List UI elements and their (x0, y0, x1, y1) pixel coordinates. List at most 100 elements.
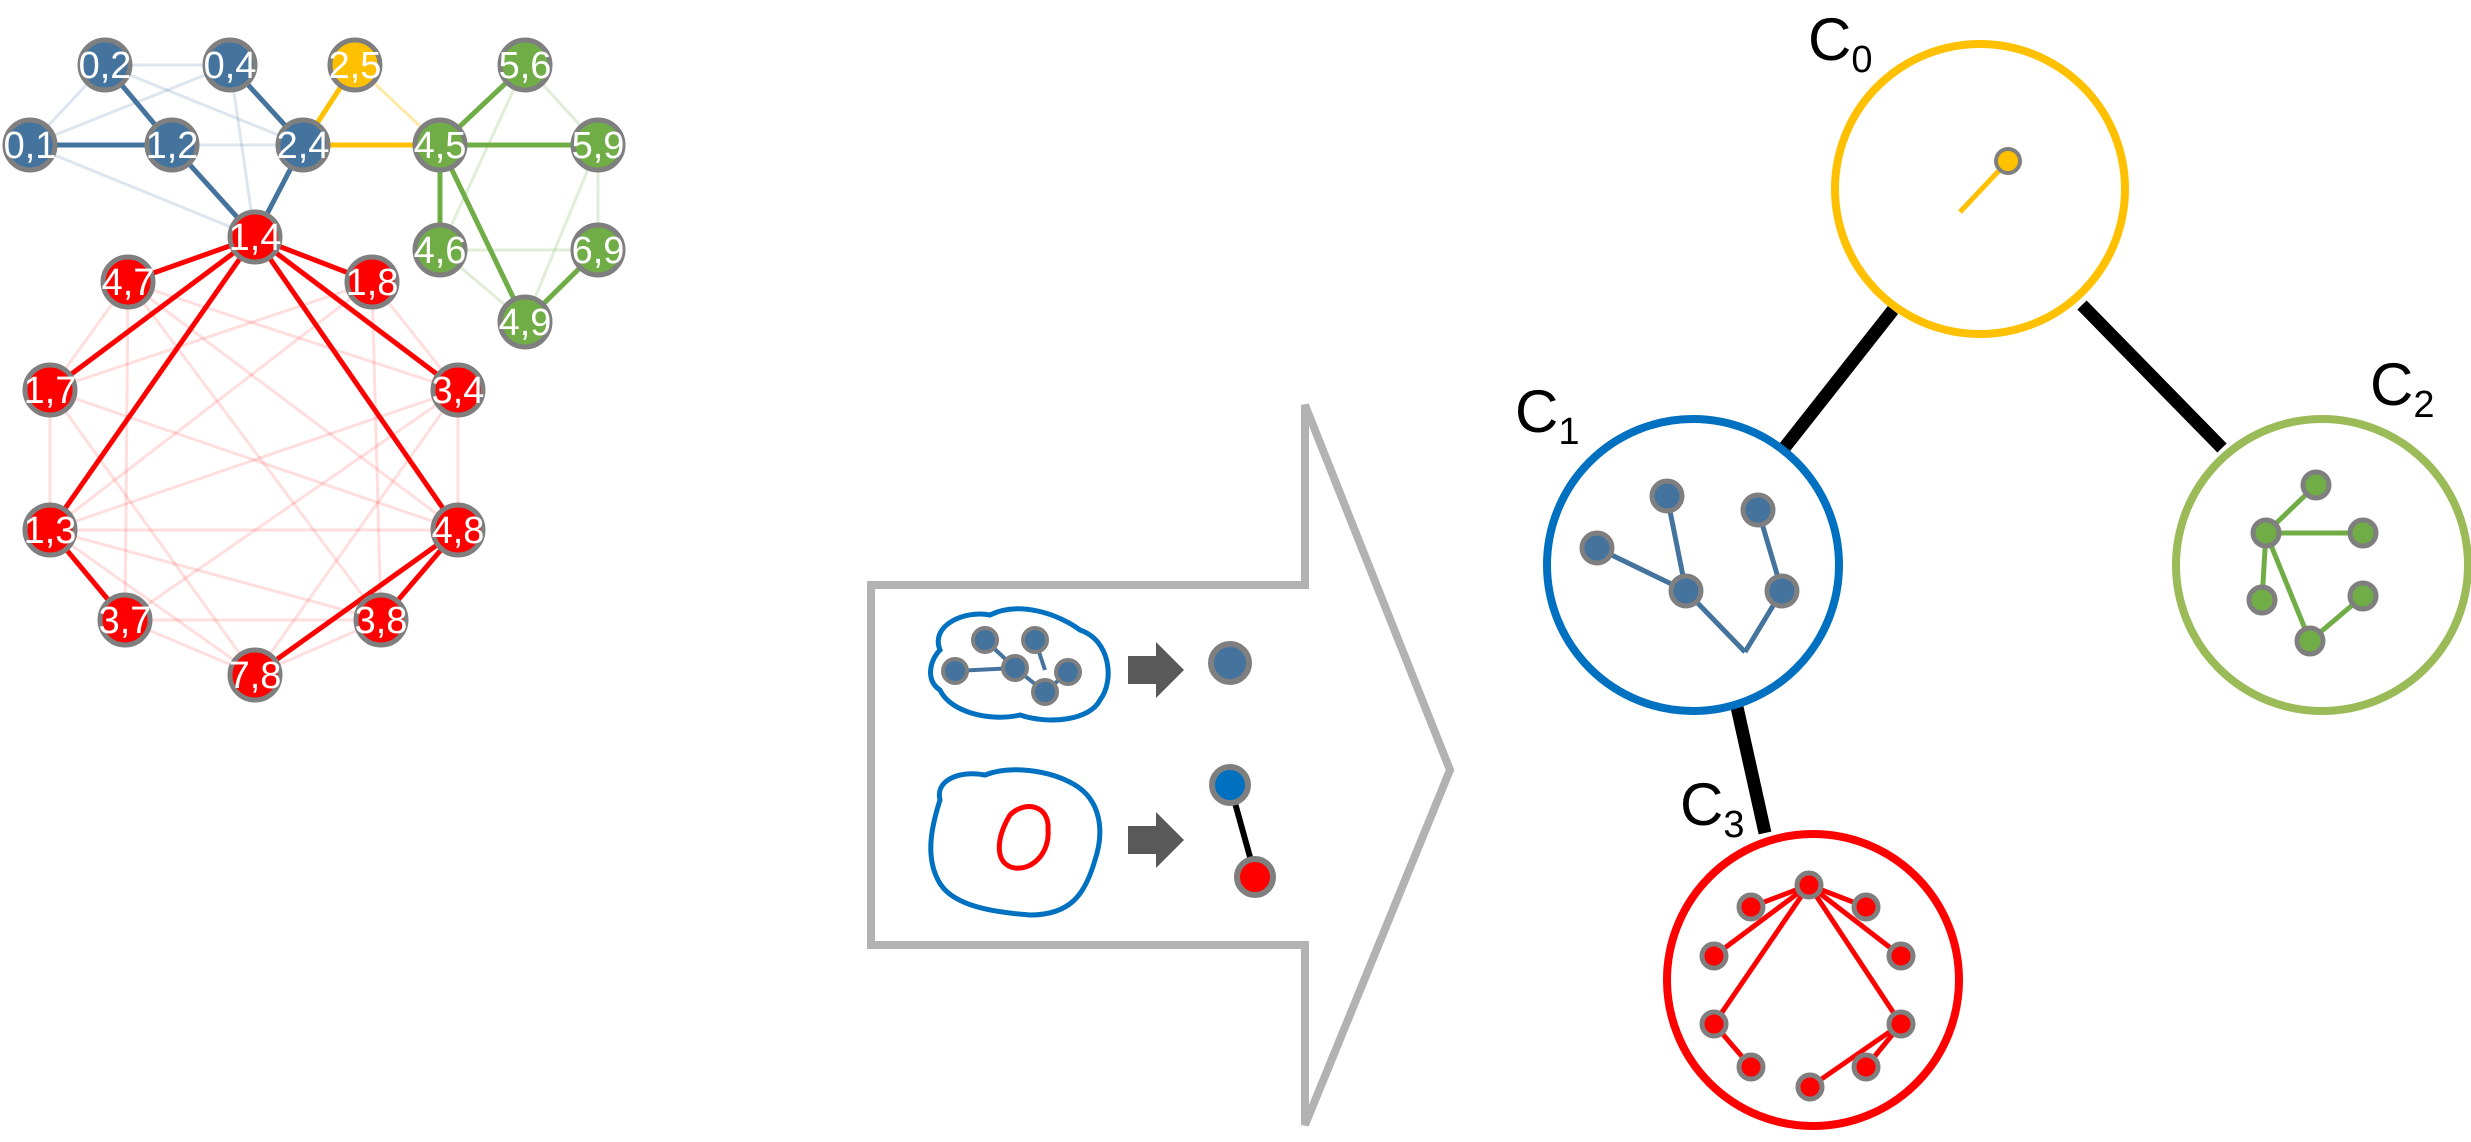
node-circle (430, 502, 486, 558)
graph-node-n02: 0,2 (77, 37, 133, 93)
graph-node-n24: 2,4 (275, 117, 331, 173)
node-label: 3,7 (99, 600, 152, 642)
cluster-dot (1851, 892, 1881, 922)
cluster-ring (2172, 415, 2471, 715)
blob-dot (971, 626, 999, 654)
faint-edge (49, 280, 373, 392)
graph-node-n13: 1,3 (22, 502, 78, 558)
node-label: 3,4 (432, 370, 485, 412)
cluster-dot (2250, 517, 2282, 549)
faint-edge (29, 143, 256, 239)
faint-edge (49, 528, 382, 622)
node-label: 4,6 (414, 230, 467, 272)
node-circle (144, 117, 200, 173)
graph-node-n34: 3,4 (430, 362, 486, 418)
graph-node-n69: 6,9 (570, 222, 626, 278)
node-label: 0,1 (4, 125, 57, 167)
blob-dot (1031, 678, 1059, 706)
tree-edge (48, 234, 257, 393)
cluster-dot (2246, 584, 2278, 616)
cluster-dot (1736, 1052, 1766, 1082)
faint-edge (104, 63, 304, 147)
cluster-label-c3: C3 (1680, 771, 1744, 846)
graph-node-n46: 4,6 (412, 222, 468, 278)
tree-edge (47, 235, 258, 532)
node-circle (227, 209, 283, 265)
node-circle (570, 222, 626, 278)
cluster-dot (1886, 941, 1916, 971)
graph-node-n38: 3,8 (353, 592, 409, 648)
node-circle (412, 117, 468, 173)
contracted-node (1208, 641, 1252, 685)
node-label: 4,5 (414, 125, 467, 167)
blob-outline-red-inner (996, 804, 1051, 871)
cluster-dot (2300, 469, 2332, 501)
graph-node-n12: 1,2 (144, 117, 200, 173)
faint-edge (49, 280, 373, 532)
node-label: 3,8 (355, 600, 408, 642)
cluster-dot (1886, 1009, 1916, 1039)
node-circle (2, 117, 58, 173)
graph-node-n14: 1,4 (227, 209, 283, 265)
tree-edge (252, 235, 461, 532)
node-label: 2,4 (277, 125, 330, 167)
faint-edge (29, 63, 231, 147)
faint-edge (126, 281, 383, 621)
node-circle (412, 222, 468, 278)
tree-link-c0-c2 (2077, 300, 2227, 453)
graph-node-n17: 1,7 (22, 362, 78, 418)
node-circle (344, 254, 400, 310)
node-circle (22, 502, 78, 558)
node-circle (570, 117, 626, 173)
cluster-dot (1579, 530, 1615, 566)
node-circle (497, 294, 553, 350)
node-circle (97, 592, 153, 648)
graph-node-n25: 2,5 (327, 37, 383, 93)
cluster-dot (1764, 573, 1800, 609)
node-label: 0,4 (204, 45, 257, 87)
cluster-dot (2294, 625, 2326, 657)
cluster-dot (1740, 492, 1776, 528)
blob-dot (1021, 626, 1049, 654)
node-label: 1,8 (346, 262, 399, 304)
node-circle (227, 647, 283, 703)
cluster-tree-links (1730, 300, 2227, 835)
legend-nested-cluster (928, 764, 1276, 918)
node-label: 5,6 (499, 45, 552, 87)
cluster-dot (1699, 941, 1729, 971)
graph-node-n45: 4,5 (412, 117, 468, 173)
cluster-dot (1668, 573, 1704, 609)
child-node (1234, 856, 1276, 898)
faint-edge (49, 388, 459, 532)
node-circle (353, 592, 409, 648)
tree-edge (253, 527, 460, 678)
graph-node-n04: 0,4 (202, 37, 258, 93)
parent-node (1209, 764, 1251, 806)
graph-node-n37: 3,7 (97, 592, 153, 648)
faint-edge (127, 280, 459, 532)
node-circle (100, 254, 156, 310)
cluster-label-c0: C0 (1808, 6, 1872, 81)
node-label: 1,2 (146, 125, 199, 167)
tree-edge (253, 235, 460, 392)
graph-node-n56: 5,6 (497, 37, 553, 93)
cluster-label-c2: C2 (2370, 351, 2434, 426)
node-label: 1,3 (24, 510, 77, 552)
graph-node-n18: 1,8 (344, 254, 400, 310)
node-circle (430, 362, 486, 418)
faint-edge (523, 144, 600, 323)
faint-edge (124, 388, 459, 622)
node-circle (327, 37, 383, 93)
arrow-right-icon (1128, 812, 1184, 868)
legend-contract-cluster (928, 606, 1252, 723)
node-circle (22, 362, 78, 418)
node-label: 5,9 (572, 125, 625, 167)
node-circle (77, 37, 133, 93)
blob-dot (941, 657, 969, 685)
blob-outline-blue-outer (928, 767, 1103, 918)
cluster-dot (1736, 892, 1766, 922)
blob-dot (1001, 654, 1029, 682)
cluster-dot (1794, 870, 1824, 900)
cluster-c3 (1663, 830, 1963, 1130)
